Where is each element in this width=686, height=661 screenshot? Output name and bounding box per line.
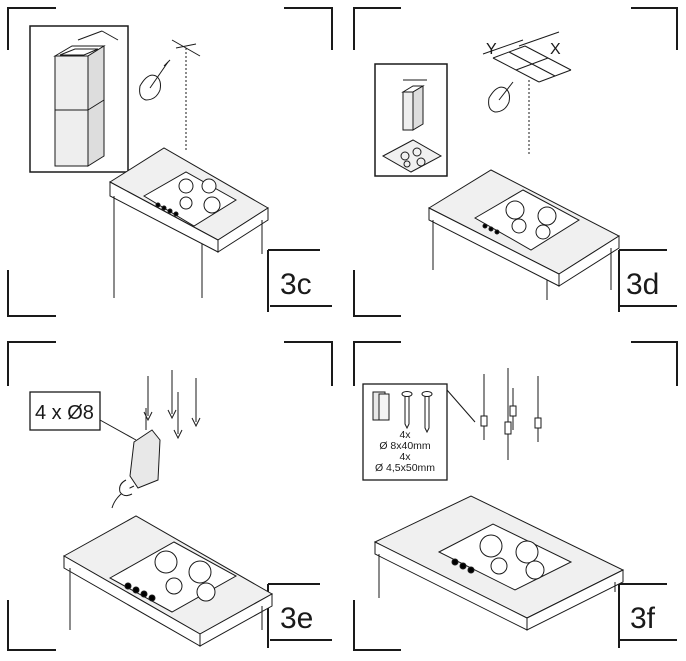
fixing-kit-specs: 4x Ø 8x40mm 4x Ø 4,5x50mm: [363, 430, 447, 474]
counter-with-hob: [427, 169, 621, 300]
step-label-3f: 3f: [630, 602, 656, 635]
frame-corners: [353, 341, 678, 651]
inset-chimney-view: [374, 63, 448, 177]
ceiling-fixings: [480, 368, 542, 460]
step-panel-3e: 4 x Ø8 3e: [0, 330, 343, 661]
wall-plug-icon: [372, 391, 390, 421]
ceiling-grid: [482, 31, 572, 156]
callout-leader: [99, 419, 137, 441]
panel-3f-illustration: [353, 341, 678, 651]
axis-y-label: Y: [486, 41, 497, 58]
counter-with-hob: [373, 495, 625, 631]
drill-icon: [111, 408, 161, 509]
step-panel-3d: Y X 3d: [343, 0, 686, 330]
counter-with-hob: [109, 147, 269, 298]
step-panel-3f: 4x Ø 8x40mm 4x Ø 4,5x50mm 3f: [343, 330, 686, 661]
kit-spec-1: Ø 8x40mm: [379, 440, 431, 452]
drill-hole-marks: [143, 370, 201, 440]
step-label-3c: 3c: [280, 268, 312, 301]
frame-corners: [353, 7, 678, 317]
kit-spec-2: Ø 4,5x50mm: [374, 462, 436, 474]
step-label-3e: 3e: [280, 602, 314, 635]
screw-icon: [401, 391, 433, 434]
panel-3c-illustration: [7, 7, 333, 317]
frame-corners: [7, 7, 333, 317]
panel-3e-illustration: [7, 341, 333, 651]
drill-size-callout: 4 x Ø8: [35, 402, 94, 424]
step-label-3d: 3d: [626, 268, 660, 301]
panel-3d-illustration: Y X: [353, 7, 678, 317]
inset-chimney-view: [29, 25, 129, 173]
pencil-hand-icon: [139, 59, 171, 101]
kit-leader: [446, 389, 476, 423]
frame-corners: [7, 341, 333, 651]
pencil-hand-icon: [488, 81, 514, 113]
axis-x-label: X: [550, 41, 561, 58]
counter-with-hob: [62, 515, 274, 647]
ceiling-mark: [171, 39, 201, 150]
kit-qty-2: 4x: [399, 451, 411, 463]
kit-qty-1: 4x: [399, 429, 411, 441]
step-panel-3c: 3c: [0, 0, 343, 330]
drill-size-callout-box: [29, 391, 101, 431]
